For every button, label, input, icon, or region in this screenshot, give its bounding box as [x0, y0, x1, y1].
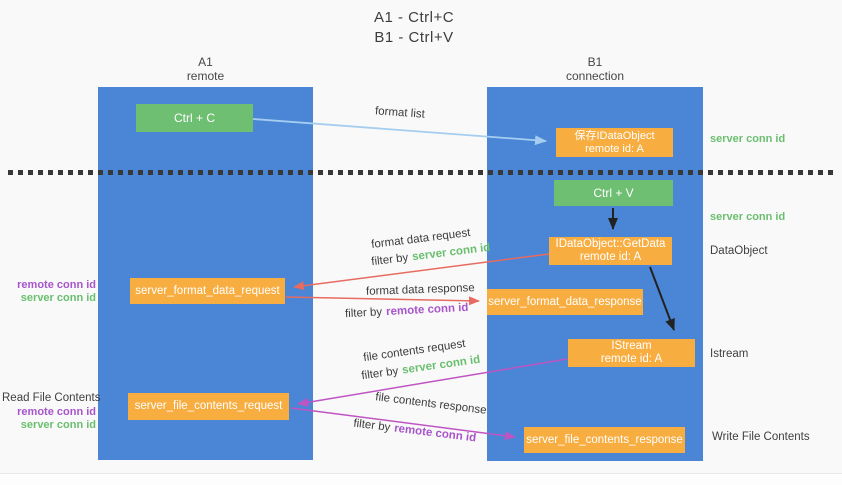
bottom-divider [0, 473, 842, 474]
bottom-strip [0, 474, 842, 485]
node-server-file-contents-request-label: server_file_contents_request [134, 400, 283, 412]
title-line-b1: B1 - Ctrl+V [374, 29, 454, 46]
node-server-file-contents-response-label: server_file_contents_response [526, 433, 683, 446]
left-label-read-file-contents: Read File Contents [2, 392, 101, 404]
column-b1-title: B1 [587, 55, 603, 69]
filter-by-prefix-2: filter by [344, 306, 383, 321]
column-header-a1: A1 remote [98, 55, 313, 83]
label-format-list: format list [374, 105, 426, 121]
right-label-write-file-contents: Write File Contents [712, 431, 810, 443]
node-ctrl-c: Ctrl + C [136, 104, 253, 132]
filter-by-remote-conn-id-2: remote conn id [393, 422, 477, 445]
node-ctrl-v-label: Ctrl + V [593, 185, 634, 200]
label-format-data-response: format data response [365, 282, 475, 298]
node-server-file-contents-request: server_file_contents_request [128, 393, 289, 420]
filter-by-remote-conn-id-1: remote conn id [385, 301, 469, 319]
column-a1-title: A1 [198, 55, 213, 69]
right-label-dataobject: DataObject [710, 245, 768, 257]
column-header-b1: B1 connection [487, 55, 703, 83]
node-save-idataobject: 保存IDataObject remote id: A [556, 128, 673, 157]
node-idataobject-getdata-line2: remote id: A [579, 251, 642, 263]
node-save-idataobject-line1: 保存IDataObject [574, 129, 655, 142]
diagram-title: A1 - Ctrl+C B1 - Ctrl+V [314, 8, 514, 48]
node-server-format-data-response-label: server_format_data_response [488, 295, 642, 308]
left-label-server-conn-id-top: server conn id [20, 292, 96, 304]
node-server-file-contents-response: server_file_contents_response [524, 427, 685, 453]
column-b1-subtitle: connection [565, 69, 625, 83]
node-server-format-data-request-label: server_format_data_request [135, 284, 280, 297]
node-save-idataobject-line2: remote id: A [585, 142, 644, 155]
left-label-remote-conn-id-bottom: remote conn id [17, 406, 96, 418]
left-label-group-file: Read File Contents remote conn id server… [2, 390, 101, 432]
node-ctrl-c-label: Ctrl + C [173, 110, 215, 125]
filter-by-prefix-1: filter by [370, 251, 409, 269]
right-label-server-conn-id-mid: server conn id [710, 211, 786, 223]
left-label-server-conn-id-bottom: server conn id [20, 419, 96, 431]
filter-by-server-conn-id-1: server conn id [411, 241, 491, 264]
title-line-a1: A1 - Ctrl+C [373, 9, 455, 26]
right-label-server-conn-id-top: server conn id [710, 133, 786, 145]
left-label-group-format: remote conn id server conn id [2, 279, 96, 305]
filter-by-prefix-3: filter by [360, 365, 400, 383]
column-a1-subtitle: remote [186, 69, 225, 83]
node-server-format-data-response: server_format_data_response [487, 289, 643, 315]
node-server-format-data-request: server_format_data_request [130, 278, 285, 304]
node-istream-line1: IStream [611, 340, 652, 352]
session-divider-dotted-line [8, 170, 835, 175]
node-istream-line2: remote id: A [600, 353, 663, 365]
right-label-istream: Istream [710, 348, 749, 360]
filter-by-prefix-4: filter by [352, 417, 391, 434]
format-data-response-arrow [285, 296, 480, 306]
node-idataobject-getdata: IDataObject::GetData remote id: A [549, 237, 672, 265]
label-file-contents-response: file contents response [374, 391, 488, 417]
left-label-remote-conn-id-top: remote conn id [17, 279, 96, 291]
node-ctrl-v: Ctrl + V [554, 180, 673, 206]
node-idataobject-getdata-line1: IDataObject::GetData [555, 238, 666, 250]
node-istream: IStream remote id: A [568, 339, 695, 367]
